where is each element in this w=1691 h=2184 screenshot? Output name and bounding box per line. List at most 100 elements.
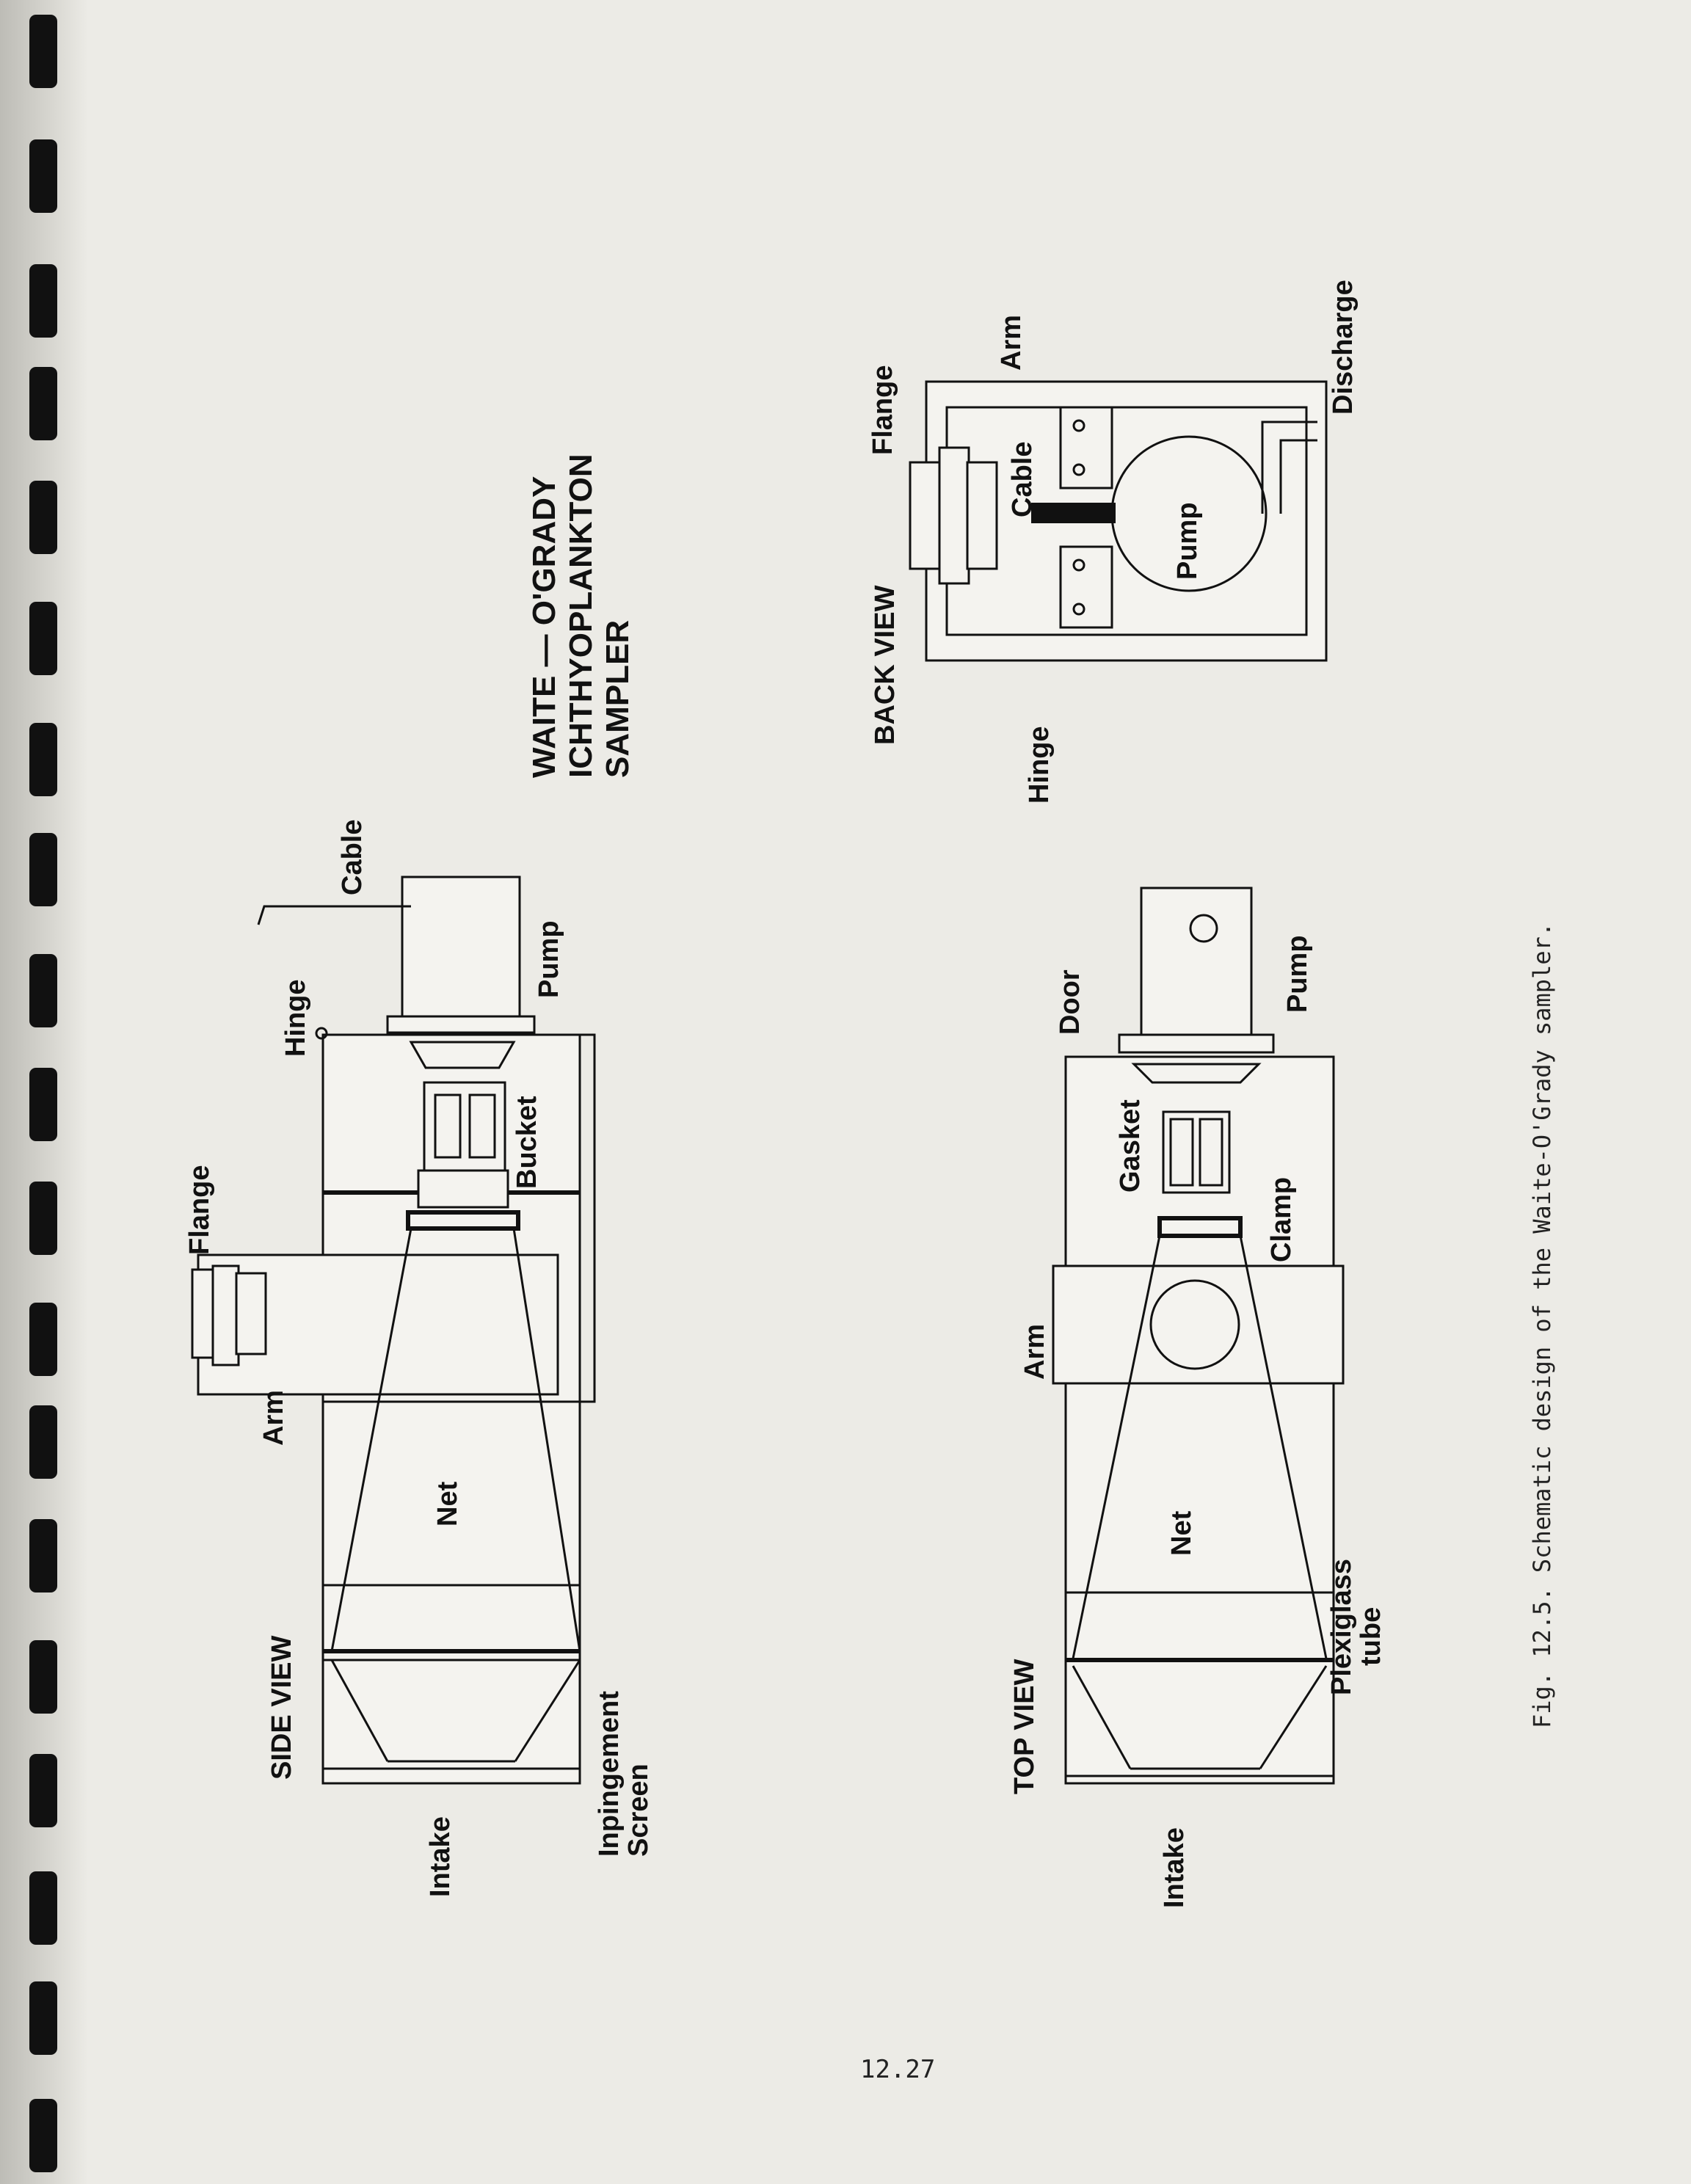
side-bucket-label: Bucket bbox=[512, 1096, 542, 1189]
page-number: 12.27 bbox=[860, 2055, 936, 2084]
side-bucket-body bbox=[423, 1081, 506, 1172]
punch-hole bbox=[29, 1182, 57, 1255]
side-cable-line bbox=[257, 905, 411, 925]
top-pump-port bbox=[1189, 914, 1218, 943]
top-clamp-label: Clamp bbox=[1266, 1177, 1297, 1262]
title-line-1: WAITE — O'GRADY bbox=[526, 476, 562, 778]
back-flange-mid bbox=[938, 446, 970, 585]
top-pump-label: Pump bbox=[1282, 935, 1313, 1013]
top-plexiglass-label-line2: tube bbox=[1356, 1607, 1386, 1666]
punch-hole bbox=[29, 1519, 57, 1592]
side-hinge-pin bbox=[315, 1027, 328, 1040]
punch-hole bbox=[29, 15, 57, 88]
side-view-drawing bbox=[191, 876, 596, 1785]
back-pump-label: Pump bbox=[1172, 502, 1203, 580]
top-net-label: Net bbox=[1166, 1510, 1197, 1556]
back-cable-bar bbox=[1031, 503, 1116, 523]
top-net-edge bbox=[1072, 1235, 1161, 1659]
top-intake-edge bbox=[1259, 1665, 1328, 1769]
back-view-labels: BACK VIEW Hinge Flange Cable Pump Arm Di… bbox=[868, 280, 1359, 804]
back-flange-outer bbox=[909, 461, 941, 570]
side-intake-edge bbox=[514, 1659, 581, 1762]
side-net-label: Net bbox=[432, 1481, 463, 1526]
punch-hole bbox=[29, 264, 57, 338]
top-door-frame bbox=[1162, 1110, 1231, 1194]
punch-hole bbox=[29, 139, 57, 213]
top-pump-body bbox=[1140, 887, 1253, 1036]
top-view-heading: TOP VIEW bbox=[1009, 1659, 1040, 1794]
top-intake-label: Intake bbox=[1159, 1827, 1190, 1908]
top-view-drawing bbox=[1052, 887, 1345, 1785]
title-line-2: ICHTHYOPLANKTON bbox=[563, 454, 599, 778]
side-clamp bbox=[406, 1210, 520, 1231]
side-view-labels: SIDE VIEW Intake Inpingement Screen Net … bbox=[184, 820, 654, 1897]
side-flange-outer bbox=[191, 1268, 216, 1359]
top-view-labels: TOP VIEW Intake Plexiglass tube Net Arm … bbox=[1009, 935, 1386, 1908]
punch-hole bbox=[29, 1303, 57, 1376]
back-view-heading: BACK VIEW bbox=[870, 585, 901, 745]
back-flange-label: Flange bbox=[868, 365, 898, 455]
back-arm-label: Arm bbox=[996, 315, 1027, 371]
side-flange-label: Flange bbox=[184, 1165, 215, 1255]
top-pump-plate bbox=[1118, 1033, 1275, 1054]
back-bracket-bolt bbox=[1072, 603, 1085, 616]
top-gasket-label: Gasket bbox=[1115, 1099, 1146, 1193]
back-bracket-bolt bbox=[1072, 558, 1085, 572]
punch-hole bbox=[29, 833, 57, 906]
back-bracket-top bbox=[1059, 406, 1113, 489]
side-intake-edge bbox=[330, 1659, 389, 1762]
side-cone-top bbox=[409, 1041, 516, 1069]
punch-hole bbox=[29, 1871, 57, 1945]
back-bracket-bolt bbox=[1072, 419, 1085, 432]
back-flange-inner bbox=[966, 461, 998, 570]
back-discharge-pipe bbox=[1261, 421, 1317, 514]
side-bucket-window bbox=[434, 1093, 462, 1159]
punch-hole bbox=[29, 1981, 57, 2055]
side-pump-label: Pump bbox=[534, 920, 564, 998]
top-door-label: Door bbox=[1055, 969, 1085, 1035]
back-hinge-label: Hinge bbox=[1024, 726, 1055, 804]
side-pump-plate bbox=[386, 1015, 536, 1034]
side-cable-label: Cable bbox=[337, 820, 368, 895]
punch-hole bbox=[29, 723, 57, 796]
top-arm-port bbox=[1149, 1279, 1240, 1370]
punch-hole bbox=[29, 481, 57, 554]
punch-hole bbox=[29, 1754, 57, 1827]
side-hinge-label: Hinge bbox=[280, 979, 311, 1057]
figure-caption: Fig. 12.5. Schematic design of the Waite… bbox=[1528, 922, 1556, 1728]
top-arm-label: Arm bbox=[1019, 1324, 1050, 1380]
punch-hole bbox=[29, 2099, 57, 2172]
back-discharge-pipe bbox=[1279, 439, 1317, 514]
side-arm-label: Arm bbox=[258, 1390, 289, 1446]
top-clamp bbox=[1157, 1216, 1243, 1238]
top-intake-edge bbox=[1072, 1665, 1132, 1769]
diagram-title: WAITE — O'GRADY ICHTHYOPLANKTON SAMPLER bbox=[526, 454, 636, 778]
back-discharge-label: Discharge bbox=[1328, 280, 1359, 415]
back-cable-label: Cable bbox=[1007, 442, 1038, 517]
side-intake-label: Intake bbox=[425, 1816, 456, 1897]
punch-hole bbox=[29, 1068, 57, 1141]
top-door-panel bbox=[1199, 1118, 1223, 1187]
punch-hole bbox=[29, 1640, 57, 1714]
back-bracket-bolt bbox=[1072, 463, 1085, 476]
back-view-drawing bbox=[909, 380, 1328, 662]
punch-hole bbox=[29, 1405, 57, 1479]
side-impingement-label-line1: Inpingement bbox=[594, 1691, 625, 1857]
top-gasket bbox=[1131, 1063, 1262, 1084]
side-bucket-window bbox=[468, 1093, 496, 1159]
side-net-edge bbox=[330, 1228, 412, 1652]
top-door-panel bbox=[1169, 1118, 1194, 1187]
side-net-edge bbox=[512, 1228, 581, 1652]
punch-hole bbox=[29, 367, 57, 440]
side-pump-body bbox=[401, 876, 521, 1018]
top-plexiglass-label-line1: Plexiglass bbox=[1326, 1559, 1357, 1695]
back-bracket-bottom bbox=[1059, 545, 1113, 629]
punch-hole bbox=[29, 954, 57, 1027]
title-line-3: SAMPLER bbox=[600, 620, 636, 778]
top-net-edge bbox=[1239, 1235, 1328, 1659]
side-bucket-base bbox=[417, 1169, 509, 1209]
side-impingement-label-line2: Screen bbox=[623, 1763, 654, 1857]
side-flange-inner bbox=[235, 1272, 267, 1355]
